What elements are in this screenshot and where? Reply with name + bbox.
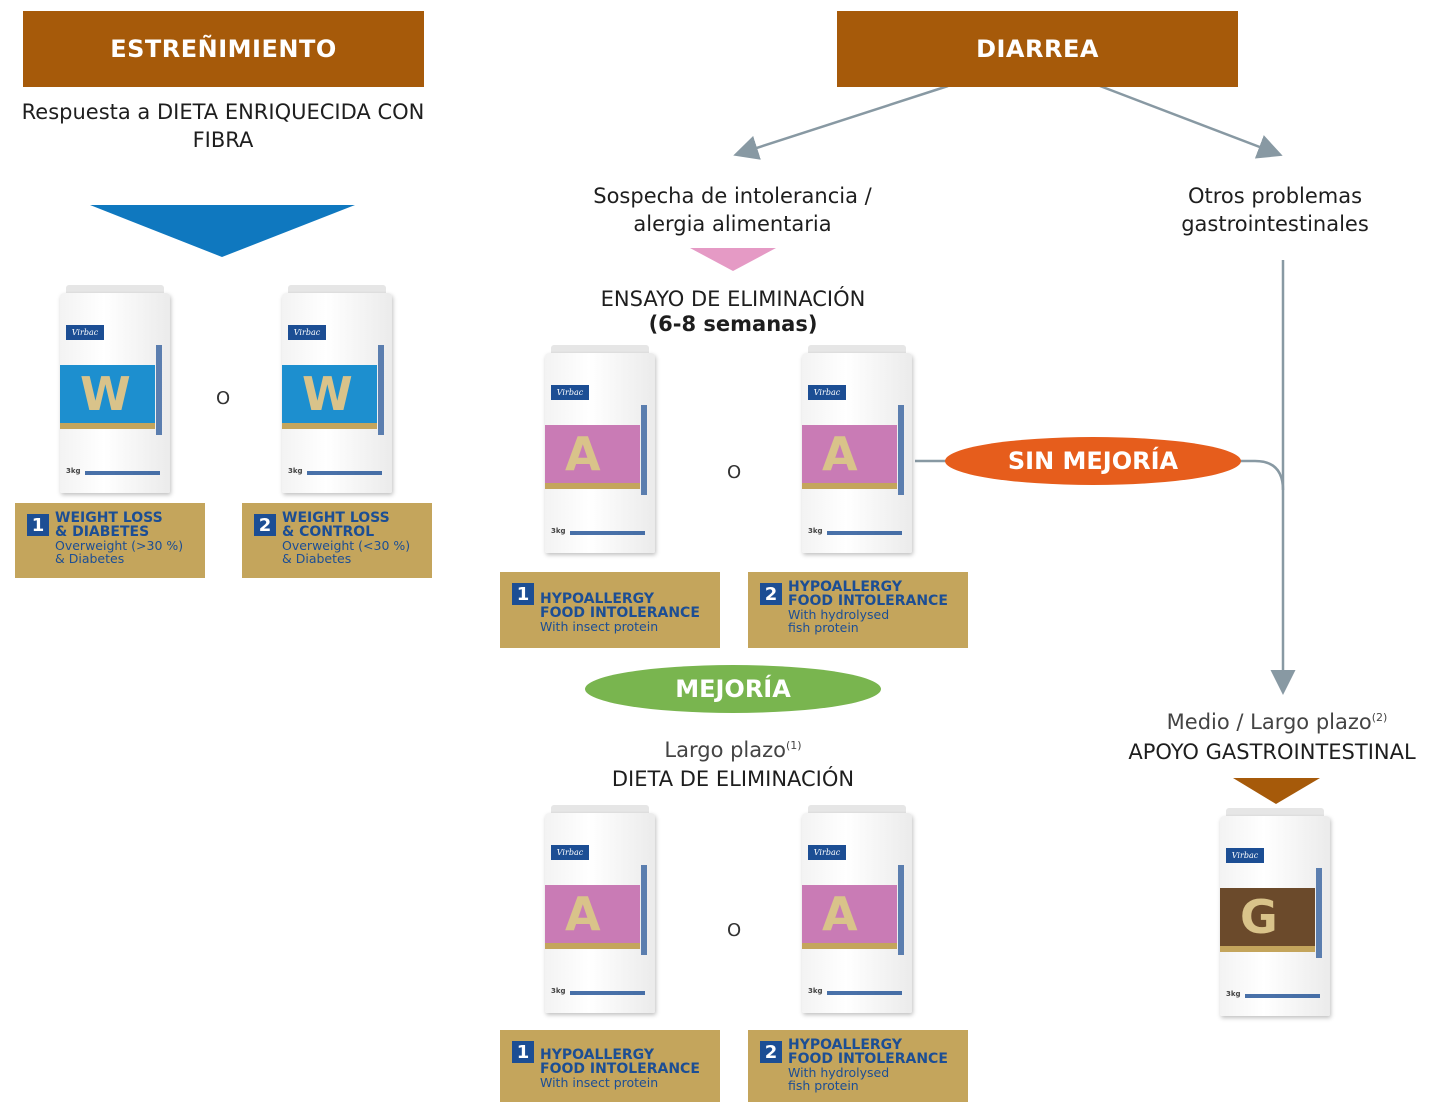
product-bag-w1: Virbac W 3kg [60,285,170,495]
long-term-label: Largo plazo(1) [664,738,802,762]
product-bag-g: Virbac G 3kg [1220,808,1330,1018]
sin-mejoria-pill: SIN MEJORÍA [945,437,1241,485]
or-separator-diet: O [727,920,742,941]
trial-weeks: (6-8 semanas) [648,312,818,336]
or-separator-trial: O [727,462,742,483]
product-bag-a1-diet: Virbac A 3kg [545,805,655,1015]
blue-down-triangle [90,205,355,257]
header-estrenimiento: ESTREÑIMIENTO [23,11,424,87]
header-diarrea: DIARREA [837,11,1238,87]
elimination-diet-title: DIETA DE ELIMINACIÓN [611,767,855,791]
left-subtitle: Respuesta a DIETA ENRIQUECIDA CON FIBRA [21,100,425,152]
brown-down-triangle [1233,778,1320,804]
arrow-to-other-gi [1099,84,1283,159]
branch-intolerance: Sospecha de intolerancia / alergia alime… [593,184,872,236]
or-separator: O [216,388,231,409]
trial-title: ENSAYO DE ELIMINACIÓN [600,287,866,311]
product-bag-w2: Virbac W 3kg [282,285,392,495]
product-bag-a2-diet: Virbac A 3kg [802,805,912,1015]
branch-other-gi: Otros problemas gastrointestinales [1181,184,1369,236]
pink-down-triangle [690,248,776,271]
product-bag-a1-trial: Virbac A 3kg [545,345,655,555]
medium-term-label: Medio / Largo plazo(2) [1166,710,1388,734]
line-sin-mejoria [915,459,1285,491]
arrow-to-intolerance [733,84,949,160]
mejoria-pill: MEJORÍA [585,665,881,713]
product-bag-a2-trial: Virbac A 3kg [802,345,912,555]
gi-support-title: APOYO GASTROINTESTINAL [1128,740,1416,764]
